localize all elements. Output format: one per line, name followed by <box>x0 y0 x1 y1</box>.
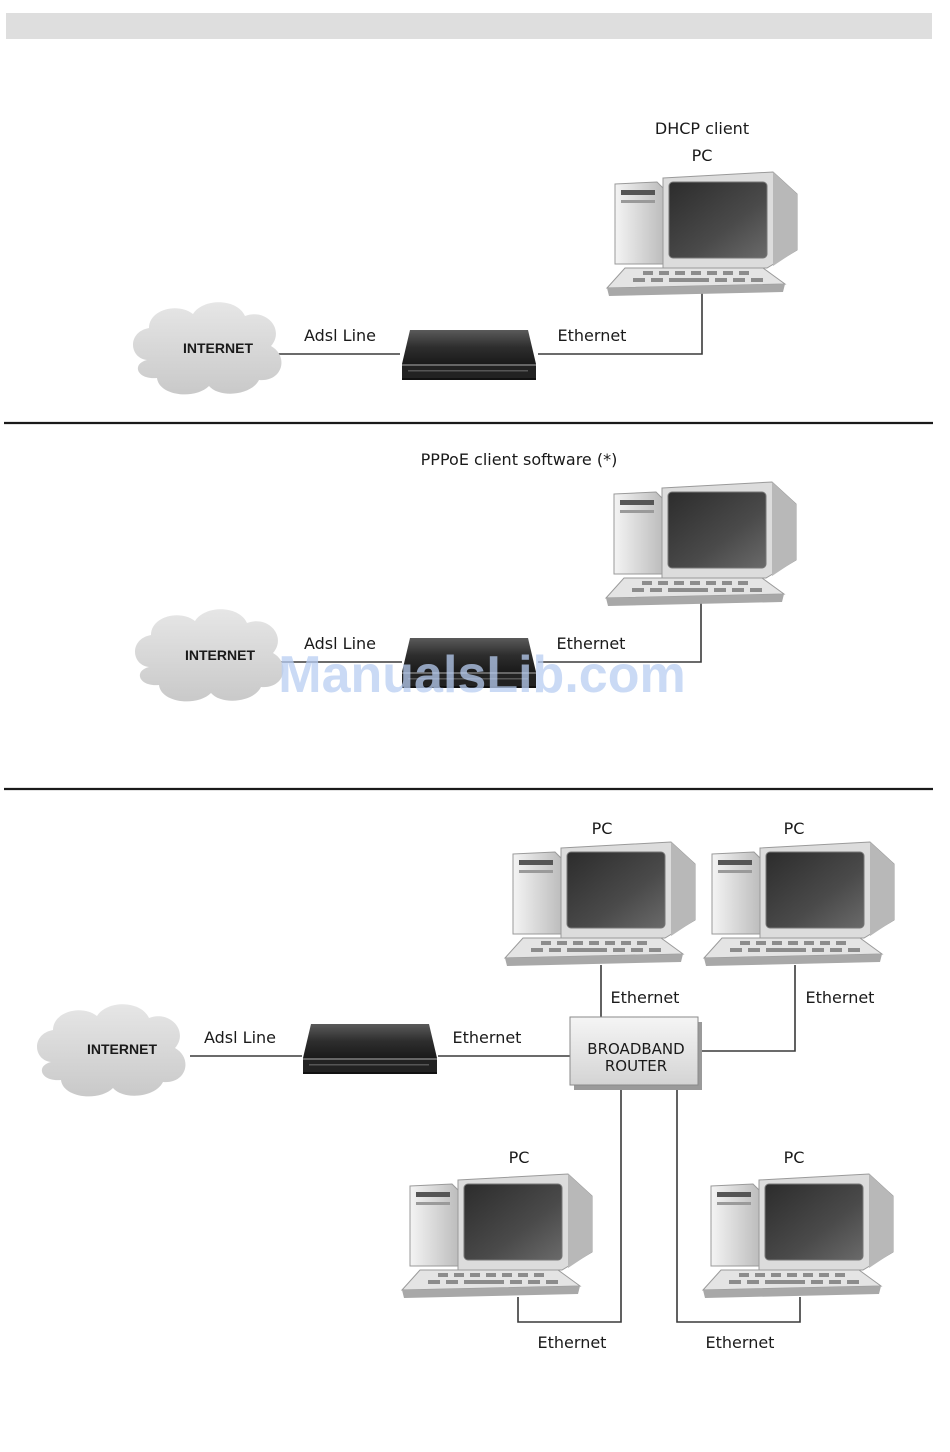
pc-icon <box>402 1174 592 1298</box>
pc-icon <box>703 1174 893 1298</box>
router-label-line1: BROADBAND <box>587 1040 684 1058</box>
pc-icon <box>704 842 894 966</box>
pc-caption-pppoe: PPPoE client software (*) <box>421 450 618 469</box>
pc-label-top-left: PC <box>592 819 613 838</box>
pc-icon <box>505 842 695 966</box>
ethernet-label: Ethernet <box>453 1028 522 1047</box>
panel-router: INTERNET Adsl Line Ethernet BROADBAND RO… <box>37 819 894 1352</box>
adsl-modem-icon <box>303 1024 437 1074</box>
adsl-line-label: Adsl Line <box>204 1028 276 1047</box>
page-header-bar <box>6 13 932 39</box>
pc-caption-pc: PC <box>692 146 713 165</box>
pc-caption-dhcp: DHCP client <box>655 119 749 138</box>
pc-label-top-right: PC <box>784 819 805 838</box>
panel-dhcp: DHCP client PC INTERNET Adsl Line Ethern… <box>133 119 797 394</box>
internet-label: INTERNET <box>185 647 255 663</box>
ethernet-line <box>701 965 795 1051</box>
pc-icon <box>607 172 797 296</box>
internet-label: INTERNET <box>183 340 253 356</box>
ethernet-label-bottom-right: Ethernet <box>706 1333 775 1352</box>
ethernet-label-bottom-left: Ethernet <box>538 1333 607 1352</box>
ethernet-label-top-left: Ethernet <box>611 988 680 1007</box>
ethernet-label-top-right: Ethernet <box>806 988 875 1007</box>
router-label-line2: ROUTER <box>605 1057 667 1075</box>
pc-icon <box>606 482 796 606</box>
pc-label-bottom-right: PC <box>784 1148 805 1167</box>
watermark: ManualsLib.com <box>278 646 685 704</box>
adsl-line-label: Adsl Line <box>304 326 376 345</box>
broadband-router: BROADBAND ROUTER <box>570 1017 702 1090</box>
adsl-modem-icon <box>402 330 536 380</box>
ethernet-label: Ethernet <box>558 326 627 345</box>
internet-label: INTERNET <box>87 1041 157 1057</box>
pc-label-bottom-left: PC <box>509 1148 530 1167</box>
